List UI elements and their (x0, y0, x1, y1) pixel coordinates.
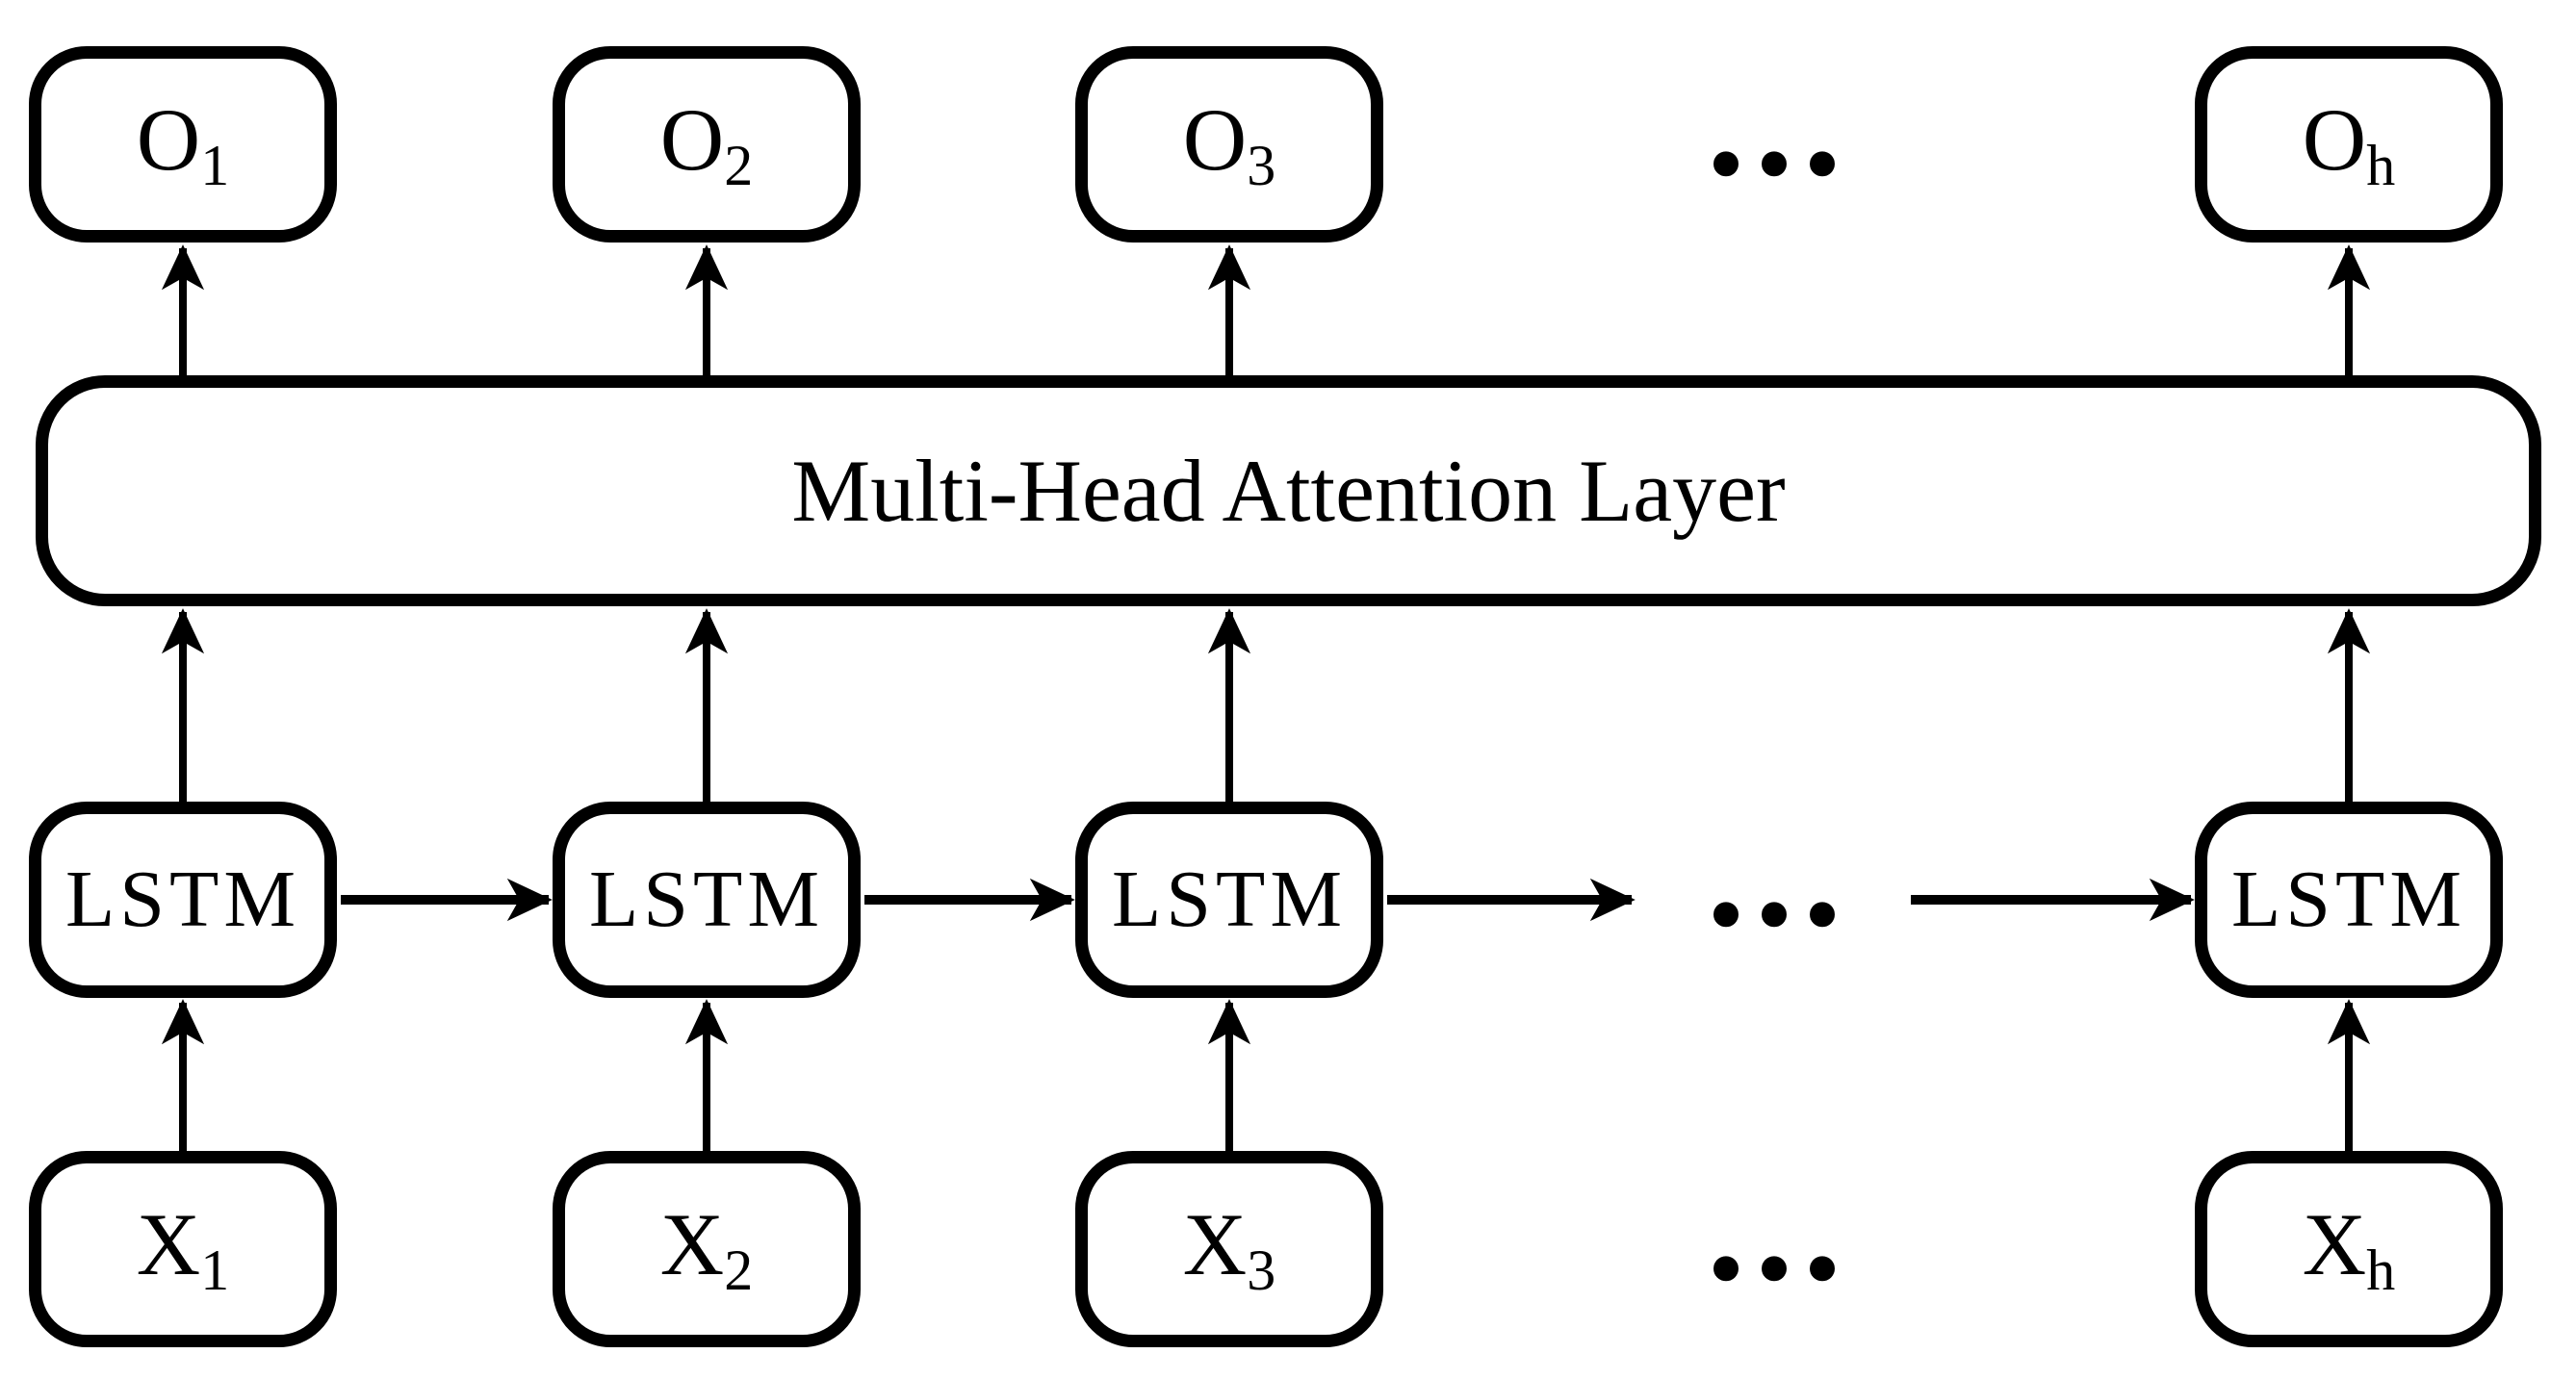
output-box-o1: O1 (29, 46, 337, 243)
output-sub-o3: 3 (1247, 133, 1276, 197)
input-sub-x3: 3 (1247, 1238, 1276, 1302)
lstm-box-2: LSTM (553, 802, 861, 998)
output-box-oh: Oh (2195, 46, 2503, 243)
input-sub-xh: h (2366, 1238, 2396, 1302)
output-box-o3: O3 (1075, 46, 1383, 243)
lstm-box-3: LSTM (1075, 802, 1383, 998)
output-label-o1: O1 (137, 95, 229, 194)
input-box-x2: X2 (553, 1151, 861, 1347)
ellipsis-input-row: ... (1707, 1141, 1851, 1313)
output-label-o3: O3 (1183, 95, 1275, 194)
input-base-x3: X (1182, 1194, 1248, 1293)
output-label-oh: Oh (2303, 95, 2395, 194)
input-base-x2: X (659, 1194, 725, 1293)
input-box-x3: X3 (1075, 1151, 1383, 1347)
output-base-oh: O (2302, 89, 2367, 189)
input-box-x1: X1 (29, 1151, 337, 1347)
input-label-x1: X1 (137, 1200, 229, 1299)
output-sub-o1: 1 (200, 133, 230, 197)
ellipsis-output-row: ... (1707, 37, 1851, 208)
input-sub-x1: 1 (200, 1238, 230, 1302)
lstm-label-2: LSTM (588, 855, 825, 944)
input-sub-x2: 2 (724, 1238, 754, 1302)
ellipsis-lstm-row: ... (1707, 787, 1851, 958)
input-label-xh: Xh (2303, 1200, 2395, 1299)
lstm-label-3: LSTM (1111, 855, 1348, 944)
lstm-label-1: LSTM (64, 855, 301, 944)
lstm-box-h: LSTM (2195, 802, 2503, 998)
lstm-box-1: LSTM (29, 802, 337, 998)
output-base-o3: O (1182, 89, 1248, 189)
input-box-xh: Xh (2195, 1151, 2503, 1347)
output-sub-oh: h (2366, 133, 2396, 197)
input-base-x1: X (136, 1194, 201, 1293)
output-box-o2: O2 (553, 46, 861, 243)
output-sub-o2: 2 (724, 133, 754, 197)
input-base-xh: X (2302, 1194, 2367, 1293)
output-base-o2: O (659, 89, 725, 189)
input-label-x3: X3 (1183, 1200, 1275, 1299)
output-base-o1: O (136, 89, 201, 189)
lstm-label-h: LSTM (2230, 855, 2467, 944)
multi-head-attention-box: Multi-Head Attention Layer (36, 375, 2541, 606)
input-label-x2: X2 (660, 1200, 753, 1299)
output-label-o2: O2 (660, 95, 753, 194)
multi-head-attention-label: Multi-Head Attention Layer (791, 442, 1786, 540)
